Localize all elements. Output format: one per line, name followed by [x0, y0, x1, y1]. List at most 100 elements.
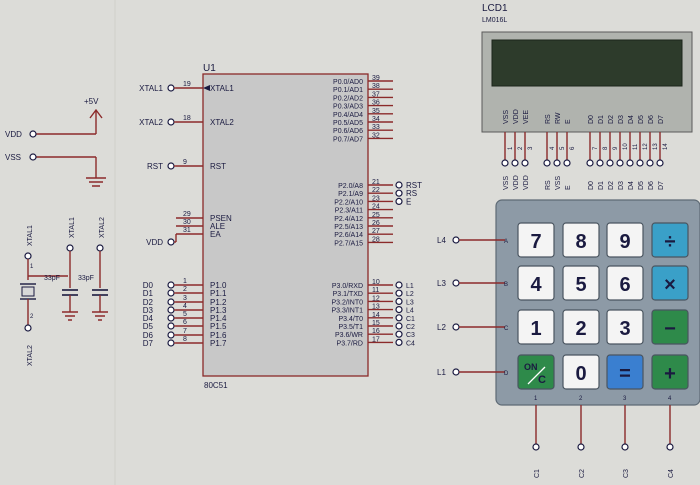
lcd-pin-node-5[interactable] [553, 159, 561, 167]
keypad-row-node-l3[interactable] [452, 279, 460, 287]
key-15[interactable] [606, 354, 644, 390]
keypad-row-net-l1: L1 [437, 368, 446, 377]
net-node-d6[interactable] [167, 331, 175, 339]
p3-net-node-c1[interactable] [395, 314, 403, 322]
mcu-pin-name-p17: P1.7 [210, 339, 227, 348]
key-10[interactable] [562, 309, 600, 345]
net-node-vdd[interactable] [167, 238, 175, 246]
lcd-pin-number-8: 8 [603, 146, 609, 150]
mcu-pin-name-p24a12: P2.4/A12 [334, 216, 363, 223]
lcd-module[interactable]: LCD1 LM016L VSS1VSSVDD2VDDVEE3VDDRS4RSRW… [481, 3, 693, 190]
p3-net-node-c3[interactable] [395, 330, 403, 338]
keypad-row-letter-d: D [504, 371, 509, 377]
lcd-pin-node-2[interactable] [511, 159, 519, 167]
net-label-d3: D3 [143, 306, 154, 315]
key-1[interactable] [517, 222, 555, 258]
cap1-net-node[interactable] [66, 244, 74, 252]
lcd-pin-node-8[interactable] [596, 159, 604, 167]
keypad-col-node-c3[interactable] [621, 443, 629, 451]
lcd-pin-node-1[interactable] [501, 159, 509, 167]
net-node-xtal1[interactable] [167, 84, 175, 92]
mcu-pin-name-p26a14: P2.6/A14 [334, 232, 363, 239]
key-12[interactable] [651, 309, 689, 345]
lcd-pin-node-4[interactable] [543, 159, 551, 167]
key-3[interactable] [606, 222, 644, 258]
lcd-pin-number-5: 5 [560, 146, 566, 150]
cap2-value: 33pF [78, 275, 94, 282]
key-7[interactable] [606, 265, 644, 301]
lcd-pin-node-11[interactable] [626, 159, 634, 167]
net-node-xtal2[interactable] [167, 118, 175, 126]
vss-terminal[interactable] [29, 153, 37, 161]
lcd-pin-number-7: 7 [593, 146, 599, 150]
mcu-pin-number-38: 38 [372, 83, 380, 90]
lcd-pin-node-9[interactable] [606, 159, 614, 167]
p3-net-label-c4: C4 [406, 340, 415, 347]
net-node-d1[interactable] [167, 289, 175, 297]
p3-net-node-c2[interactable] [395, 322, 403, 330]
crystal-body [21, 286, 35, 297]
lcd-pin-node-3[interactable] [521, 159, 529, 167]
lcd-pin-node-14[interactable] [656, 159, 664, 167]
key-6[interactable] [562, 265, 600, 301]
lcd-pin-name-rw: RW [555, 112, 562, 124]
key-14[interactable] [562, 354, 600, 390]
lcd-pin-node-12[interactable] [636, 159, 644, 167]
key-2[interactable] [562, 222, 600, 258]
key-16[interactable] [651, 354, 689, 390]
lcd-pin-node-6[interactable] [563, 159, 571, 167]
p3-net-node-l3[interactable] [395, 297, 403, 305]
net-label-vdd: VDD [146, 238, 163, 247]
mcu-pin-number-9: 9 [183, 159, 187, 166]
keypad-row-node-l4[interactable] [452, 236, 460, 244]
lcd-pin-node-10[interactable] [616, 159, 624, 167]
net-node-d0[interactable] [167, 281, 175, 289]
net-node-d7[interactable] [167, 339, 175, 347]
key-11[interactable] [606, 309, 644, 345]
vdd-terminal[interactable] [29, 130, 37, 138]
lcd-pin-name-d3: D3 [618, 115, 625, 124]
lcd-net-label-10: D3 [618, 181, 625, 190]
key-5[interactable] [517, 265, 555, 301]
mcu-pin-number-4: 4 [183, 303, 187, 310]
lcd-pin-node-13[interactable] [646, 159, 654, 167]
keypad-col-net-c1: C1 [534, 469, 541, 478]
xtal2-net-node[interactable] [24, 324, 32, 332]
keypad-col-node-c2[interactable] [577, 443, 585, 451]
key-label-7: 6 [619, 274, 630, 296]
key-13[interactable] [517, 354, 555, 390]
p2-net-node-rst[interactable] [395, 181, 403, 189]
keypad-col-node-c4[interactable] [666, 443, 674, 451]
keypad-col-node-c1[interactable] [532, 443, 540, 451]
cap2-net-node[interactable] [96, 244, 104, 252]
net-node-rst[interactable] [167, 162, 175, 170]
key-label-6: 5 [575, 274, 586, 296]
key-9[interactable] [517, 309, 555, 345]
p2-net-node-rs[interactable] [395, 189, 403, 197]
net-node-d2[interactable] [167, 298, 175, 306]
net-node-d4[interactable] [167, 314, 175, 322]
p2-net-node-e[interactable] [395, 197, 403, 205]
lcd-pin-node-7[interactable] [586, 159, 594, 167]
net-node-d3[interactable] [167, 306, 175, 314]
mcu-pin-name-p37rd: P3.7/RD [337, 340, 363, 347]
p3-net-node-l4[interactable] [395, 306, 403, 314]
xtal1-net-node[interactable] [24, 252, 32, 260]
mcu-pin-name-p30rxd: P3.0/RXD [332, 283, 363, 290]
keypad-row-node-l2[interactable] [452, 323, 460, 331]
key-4[interactable] [651, 222, 689, 258]
net-node-d5[interactable] [167, 322, 175, 330]
lcd-pin-number-11: 11 [633, 143, 639, 150]
mcu-pin-name-p15: P1.5 [210, 322, 227, 331]
mcu-pin-name-p06ad6: P0.6/AD6 [333, 128, 363, 135]
mcu-pin-name-p25a13: P2.5/A13 [334, 224, 363, 231]
p3-net-node-l2[interactable] [395, 289, 403, 297]
mcu-pin-name-p02ad2: P0.2/AD2 [333, 95, 363, 102]
p3-net-node-c4[interactable] [395, 338, 403, 346]
keypad-row-node-l1[interactable] [452, 368, 460, 376]
mcu-pin-number-8: 8 [183, 336, 187, 343]
key-8[interactable] [651, 265, 689, 301]
p3-net-node-l1[interactable] [395, 281, 403, 289]
